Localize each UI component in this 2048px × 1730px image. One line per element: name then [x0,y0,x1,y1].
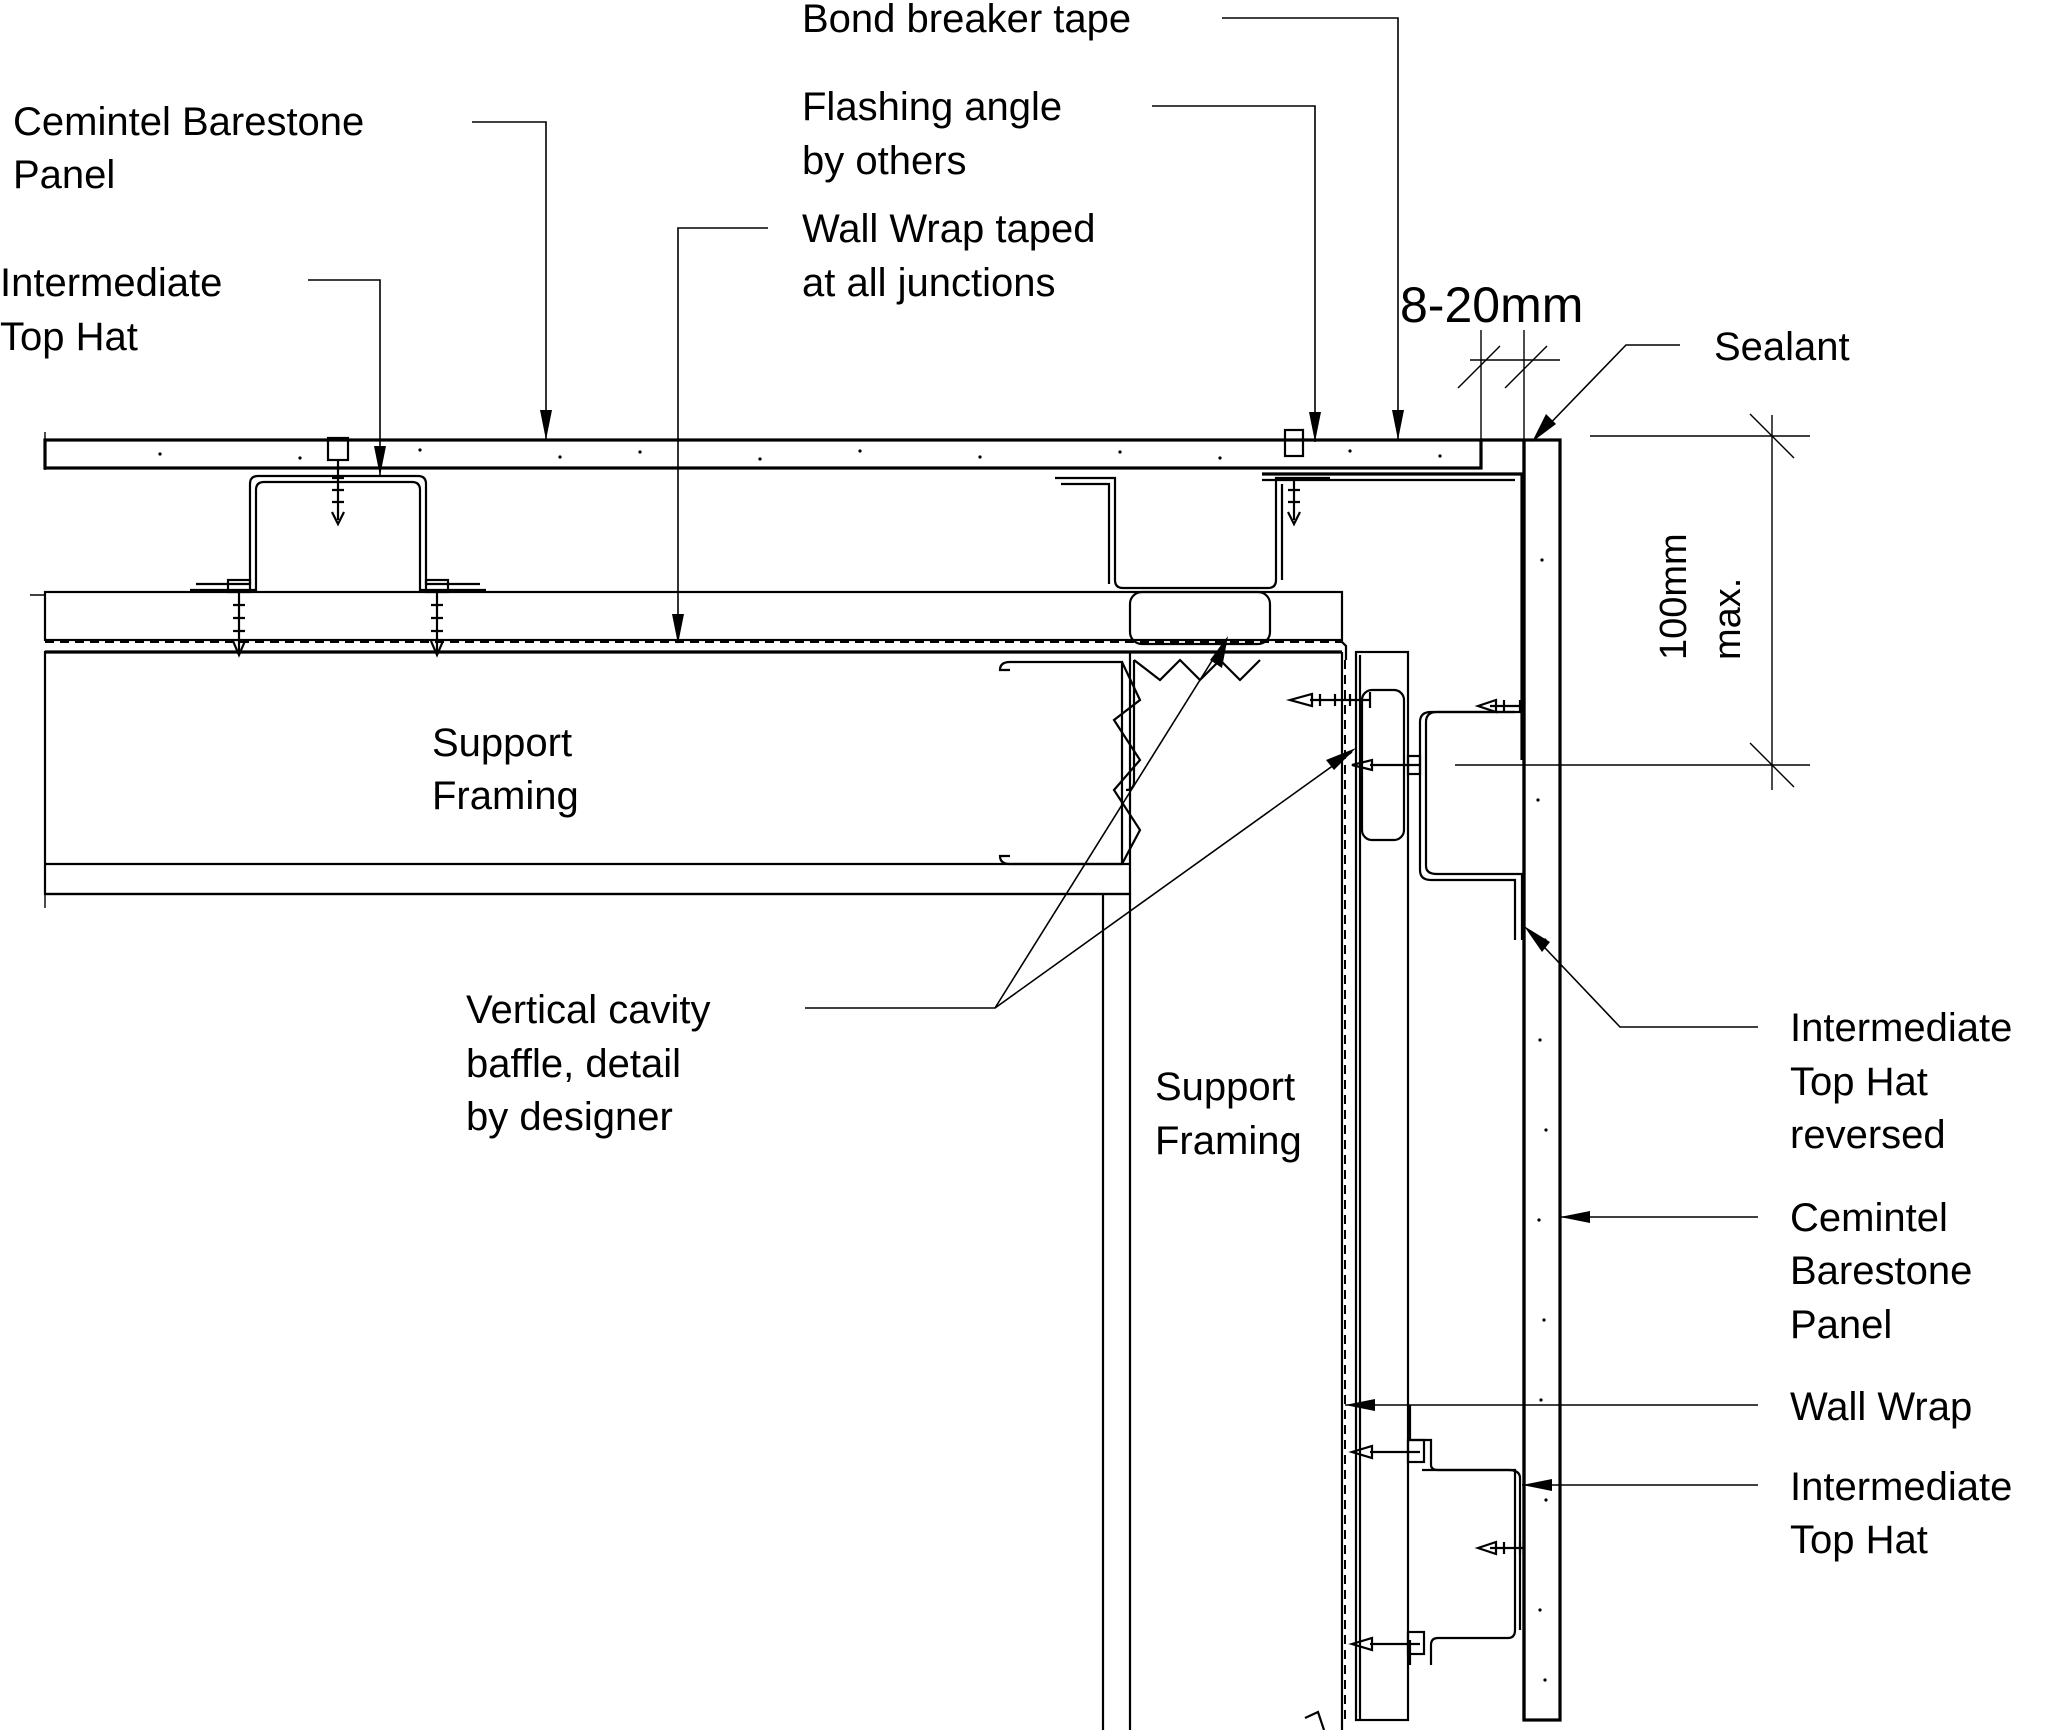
label-int-top-hat-left-line2: Top Hat [0,315,138,359]
top-cavity-baffle [1128,590,1272,646]
dim-gap-text: 8-20mm [1400,277,1583,333]
top-hat-left [190,436,486,592]
top-support-framing [43,650,1142,908]
label-support-framing-left-line2: Framing [432,774,579,818]
vertical-support-framing [1101,652,1344,1730]
label-wall-wrap-taped-line2: at all junctions [802,261,1055,305]
flashing-angle [1262,472,1524,760]
top-panel-texture [158,448,1442,461]
label-cemintel-right-line2: Barestone [1790,1249,1972,1293]
label-cavity-baffle-line3: by designer [466,1095,673,1139]
vertical-top-hat-lower [1408,1405,1522,1665]
dim-100mm-text: 100mm [1653,533,1695,660]
label-flashing-line2: by others [802,139,967,183]
leader-bond-breaker [1222,17,1404,440]
label-cemintel-top-line2: Panel [13,153,115,197]
dim-max-text: max. [1707,578,1749,660]
corner-zigzag [1125,658,1261,792]
top-sheathing [30,590,1348,660]
leader-wall-wrap [1345,1399,1758,1411]
label-bond-breaker-tape: Bond breaker tape [802,0,1131,41]
label-int-top-hat-left-line1: Intermediate [0,261,222,305]
leader-cavity-baffle [805,636,1356,1009]
leader-cemintel-top [472,121,552,440]
label-int-top-hat-right-line2: Top Hat [1790,1518,1928,1562]
label-sealant: Sealant [1714,325,1850,369]
vertical-panel [1522,438,1562,1722]
leader-int-top-hat-left [308,279,386,476]
label-int-top-hat-rev-line1: Intermediate [1790,1006,2012,1050]
leader-int-top-hat-right [1522,1479,1758,1491]
label-support-framing-right-line2: Framing [1155,1119,1302,1163]
dimension-100mm [1455,413,1810,790]
label-cemintel-right-line3: Panel [1790,1303,1892,1347]
label-cavity-baffle-line2: baffle, detail [466,1042,681,1086]
label-int-top-hat-rev-line2: Top Hat [1790,1060,1928,1104]
leader-sealant [1532,344,1680,442]
label-support-framing-left-line1: Support [432,721,572,765]
leader-top-hat-reversed [1524,926,1758,1028]
leader-flashing [1152,105,1321,442]
label-flashing-line1: Flashing angle [802,85,1062,129]
label-int-top-hat-rev-line3: reversed [1790,1113,1946,1157]
label-cavity-baffle-line1: Vertical cavity [466,988,711,1032]
leader-cemintel-right [1560,1211,1758,1223]
top-panel [43,432,1524,470]
label-wall-wrap-taped-line1: Wall Wrap taped [802,207,1095,251]
top-hat-right-horizontal [1055,428,1330,590]
vertical-sheathing [1344,650,1410,1722]
label-cemintel-top-line1: Cemintel Barestone [13,100,364,144]
label-int-top-hat-right-line1: Intermediate [1790,1465,2012,1509]
label-cemintel-right-line1: Cemintel [1790,1196,1948,1240]
label-support-framing-right-line1: Support [1155,1065,1295,1109]
dimension-8-20mm [1457,330,1560,440]
top-hat-left-screws [226,578,450,658]
leader-wall-wrap-taped [672,227,768,644]
label-wall-wrap: Wall Wrap [1790,1385,1972,1429]
